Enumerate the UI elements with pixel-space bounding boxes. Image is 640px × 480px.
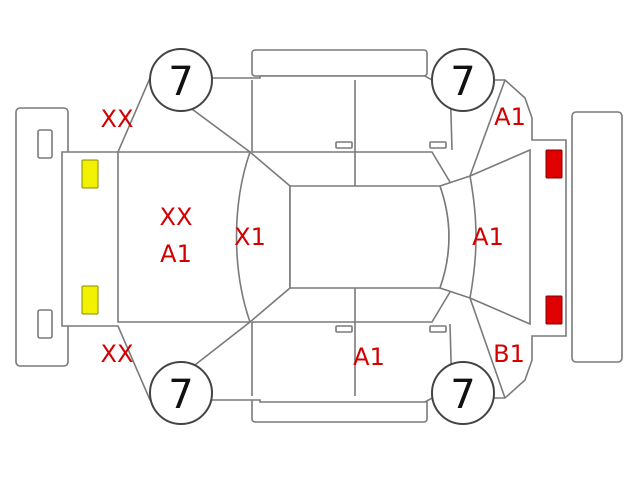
rear-right-taillight (545, 295, 563, 325)
left-side-skirt (251, 49, 428, 77)
roof (289, 185, 450, 289)
tire-rear-right: 7 (431, 361, 495, 425)
tire-front-right-value: 7 (168, 372, 193, 418)
front-left-headlight (81, 159, 99, 189)
mark-hood-line2: A1 (160, 240, 192, 268)
mark-rear-glass: A1 (472, 223, 504, 251)
tire-rear-left: 7 (431, 48, 495, 112)
trunk-outline (469, 148, 531, 326)
front-right-headlight (81, 285, 99, 315)
left-doors (251, 79, 453, 186)
mark-front-right-corner: XX (101, 340, 134, 368)
mark-front-left-corner: XX (101, 105, 134, 133)
mark-right-door: A1 (353, 343, 385, 371)
tire-rear-left-value: 7 (450, 59, 475, 105)
tire-front-left-value: 7 (168, 59, 193, 105)
tire-front-right: 7 (149, 361, 213, 425)
tire-front-left: 7 (149, 48, 213, 112)
mark-rear-left-quarter: A1 (494, 103, 526, 131)
right-rear-fender-line (469, 297, 506, 399)
rear-glass (438, 174, 477, 300)
front-bumper (15, 107, 69, 367)
rear-bumper (571, 111, 623, 363)
mark-hood-line1: XX (160, 203, 193, 231)
left-rear-fender-line (469, 79, 506, 177)
windshield (235, 150, 291, 324)
mark-windshield: X1 (234, 223, 266, 251)
tire-rear-right-value: 7 (450, 372, 475, 418)
rear-left-taillight (545, 149, 563, 179)
right-doors (251, 288, 453, 397)
mark-rear-right-quarter: B1 (493, 340, 525, 368)
